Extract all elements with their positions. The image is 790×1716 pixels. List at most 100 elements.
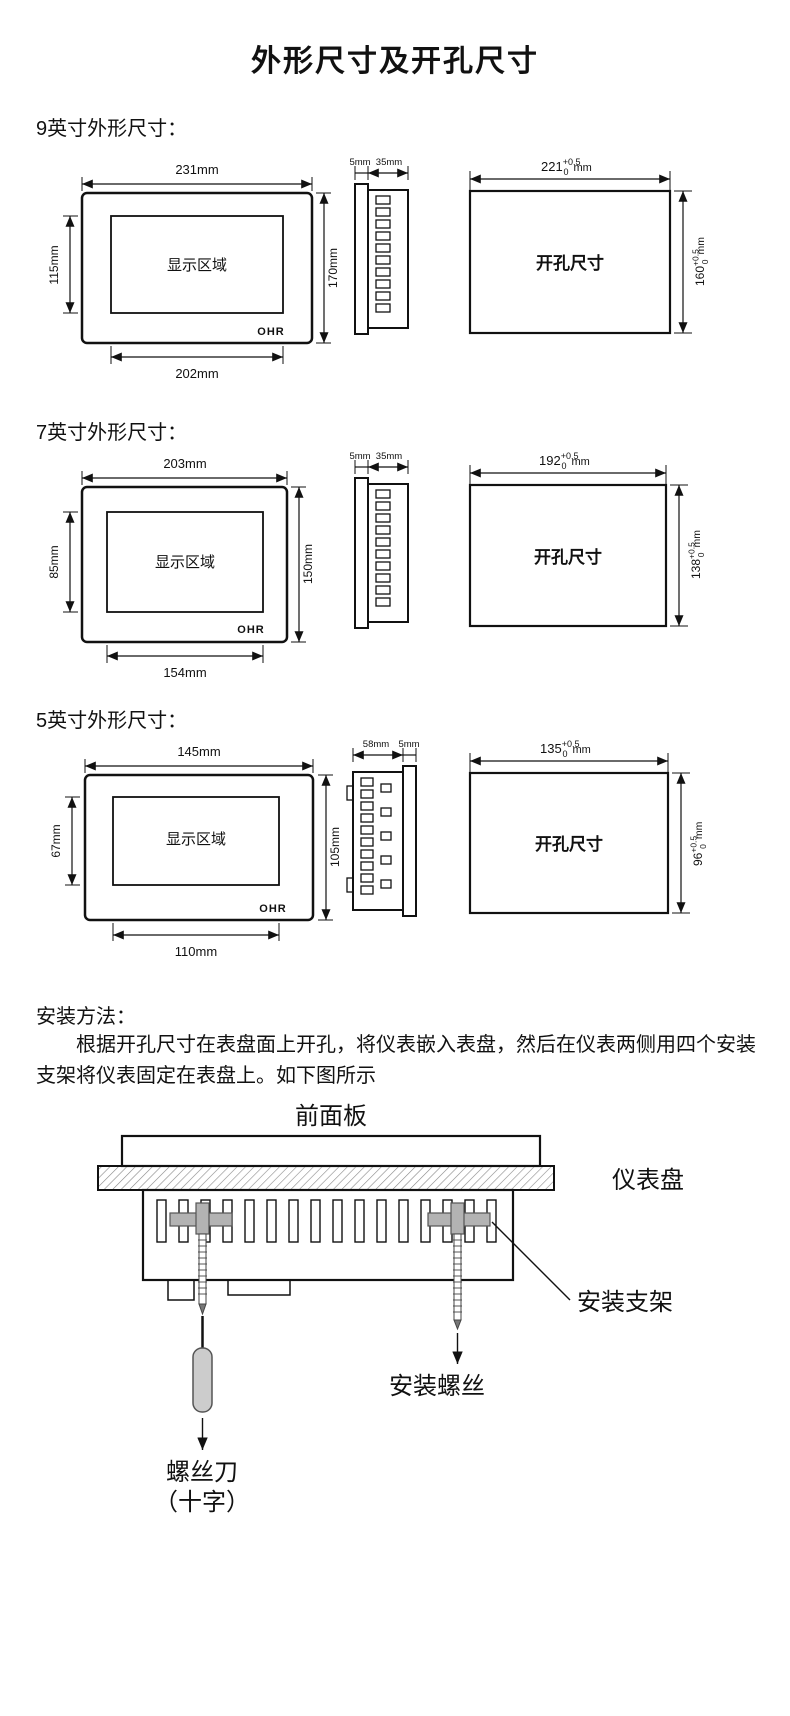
display-height-label: 67mm [49,824,63,857]
section-title-7inch: 7英寸外形尺寸： [36,422,188,444]
height-dim-label: 150mm [301,544,315,584]
screwdriver-shape [192,1316,213,1413]
body-depth-label: 35mm [376,158,402,168]
terminal-blocks [375,195,391,313]
height-dim-label: 170mm [326,248,340,288]
display-height-label: 115mm [47,245,61,284]
body-depth-label: 35mm [376,452,402,462]
display-area-label: 显示区域 [167,257,227,274]
side-view-9inch: 5mm 35mm [345,158,440,353]
display-width-label: 110mm [175,944,217,959]
flange-depth-label: 5mm [349,452,370,462]
cutout-height-dimension: 96+0.50mm [672,772,708,914]
front-view-7inch: 203mm 显示区域 OHR 85mm 150mm 154mm [25,452,345,697]
cutout-label: 开孔尺寸 [535,834,603,854]
instrument-panel-label: 仪表盘 [612,1167,684,1194]
side-dimensions: 58mm 5mm [352,740,420,762]
screwdriver-label: 螺丝刀 [166,1459,238,1486]
display-height-label: 85mm [47,545,61,578]
front-view-5inch: 145mm 显示区域 OHR 67mm 105mm 110mm [25,740,345,985]
height-dimension: 150mm [291,486,315,643]
cutout-height-dimension: 160+0.50mm [674,190,711,334]
display-width-label: 202mm [175,366,218,381]
terminal-blocks [360,777,392,895]
brand-logo: OHR [257,326,284,338]
section-title-5inch: 5英寸外形尺寸： [36,710,188,732]
height-dim-label: 105mm [328,827,342,867]
side-view-5inch: 58mm 5mm [345,740,440,935]
display-height-dimension: 115mm [47,215,78,314]
flange-outline [354,477,369,629]
cutout-label: 开孔尺寸 [536,253,604,273]
mounting-tabs [346,785,354,893]
device-outline [80,191,314,345]
section-title-9inch: 9英寸外形尺寸： [36,118,188,140]
body-outline [367,483,409,623]
width-dimension: 145mm [84,744,314,773]
install-heading: 安装方法： [36,1006,136,1028]
cutout-label: 开孔尺寸 [534,547,602,567]
instrument-panel-shape [97,1165,555,1191]
height-dimension: 170mm [316,192,340,344]
flange-outline [354,183,369,335]
front-view-drawing-7: 203mm 显示区域 OHR 85mm 150mm 154mm [47,456,315,680]
height-dimension: 105mm [318,774,342,921]
mounting-bracket-left [169,1202,233,1235]
flange-depth-label: 5mm [349,158,370,168]
side-view-7inch: 5mm 35mm [345,452,440,647]
side-dimensions: 5mm 35mm [349,158,409,180]
display-width-dimension: 202mm [110,346,284,381]
display-area-outline [112,796,280,886]
device-outline [83,773,315,922]
display-height-dimension: 85mm [47,511,78,613]
body-depth-label: 58mm [363,740,389,750]
terminal-blocks [375,489,391,607]
screwdriver-label-2: （十字） [154,1489,250,1516]
display-area-outline [110,215,284,314]
installation-diagram: 前面板 仪表盘 [0,1098,790,1548]
brand-logo: OHR [237,624,264,636]
body-outline [367,189,409,329]
cutout-outline [468,483,668,628]
cutout-height-label: 138+0.50mm [687,530,707,579]
side-dimensions: 5mm 35mm [349,452,409,474]
install-body-text: 根据开孔尺寸在表盘面上开孔，将仪表嵌入表盘，然后在仪表两侧用四个安装支架将仪表固… [36,1034,756,1087]
page-title: 外形尺寸及开孔尺寸 [251,45,539,78]
flange-outline [402,765,417,917]
bracket-leader-line [491,1221,571,1301]
cutout-outline [468,771,670,915]
display-area-label: 显示区域 [166,831,226,848]
front-view-drawing-5: 145mm 显示区域 OHR 67mm 105mm 110mm [49,744,342,959]
display-area-label: 显示区域 [155,554,215,571]
side-view-drawing-5: 58mm 5mm [346,740,420,917]
width-dim-label: 203mm [163,456,206,471]
display-height-dimension: 67mm [49,796,80,886]
front-panel-label: 前面板 [295,1103,367,1130]
cutout-height-label: 160+0.50mm [691,237,711,286]
flange-depth-label: 5mm [398,740,419,750]
width-dim-label: 145mm [177,744,220,759]
display-width-label: 154mm [163,665,206,680]
front-panel-shape [120,1134,542,1168]
brand-logo: OHR [259,903,286,915]
side-view-drawing-7: 5mm 35mm [349,452,409,629]
front-view-9inch: 231mm 显示区域 OHR 115mm 170mm 202mm [25,158,345,403]
display-width-dimension: 154mm [106,645,264,680]
screw-label: 安装螺丝 [389,1373,485,1400]
cutout-outline [468,189,672,335]
under-housing-steps [167,1279,291,1301]
width-dimension: 203mm [81,456,288,485]
front-view-drawing-9: 231mm 显示区域 OHR 115mm 170mm 202mm [47,162,340,381]
width-dimension: 231mm [81,162,313,191]
